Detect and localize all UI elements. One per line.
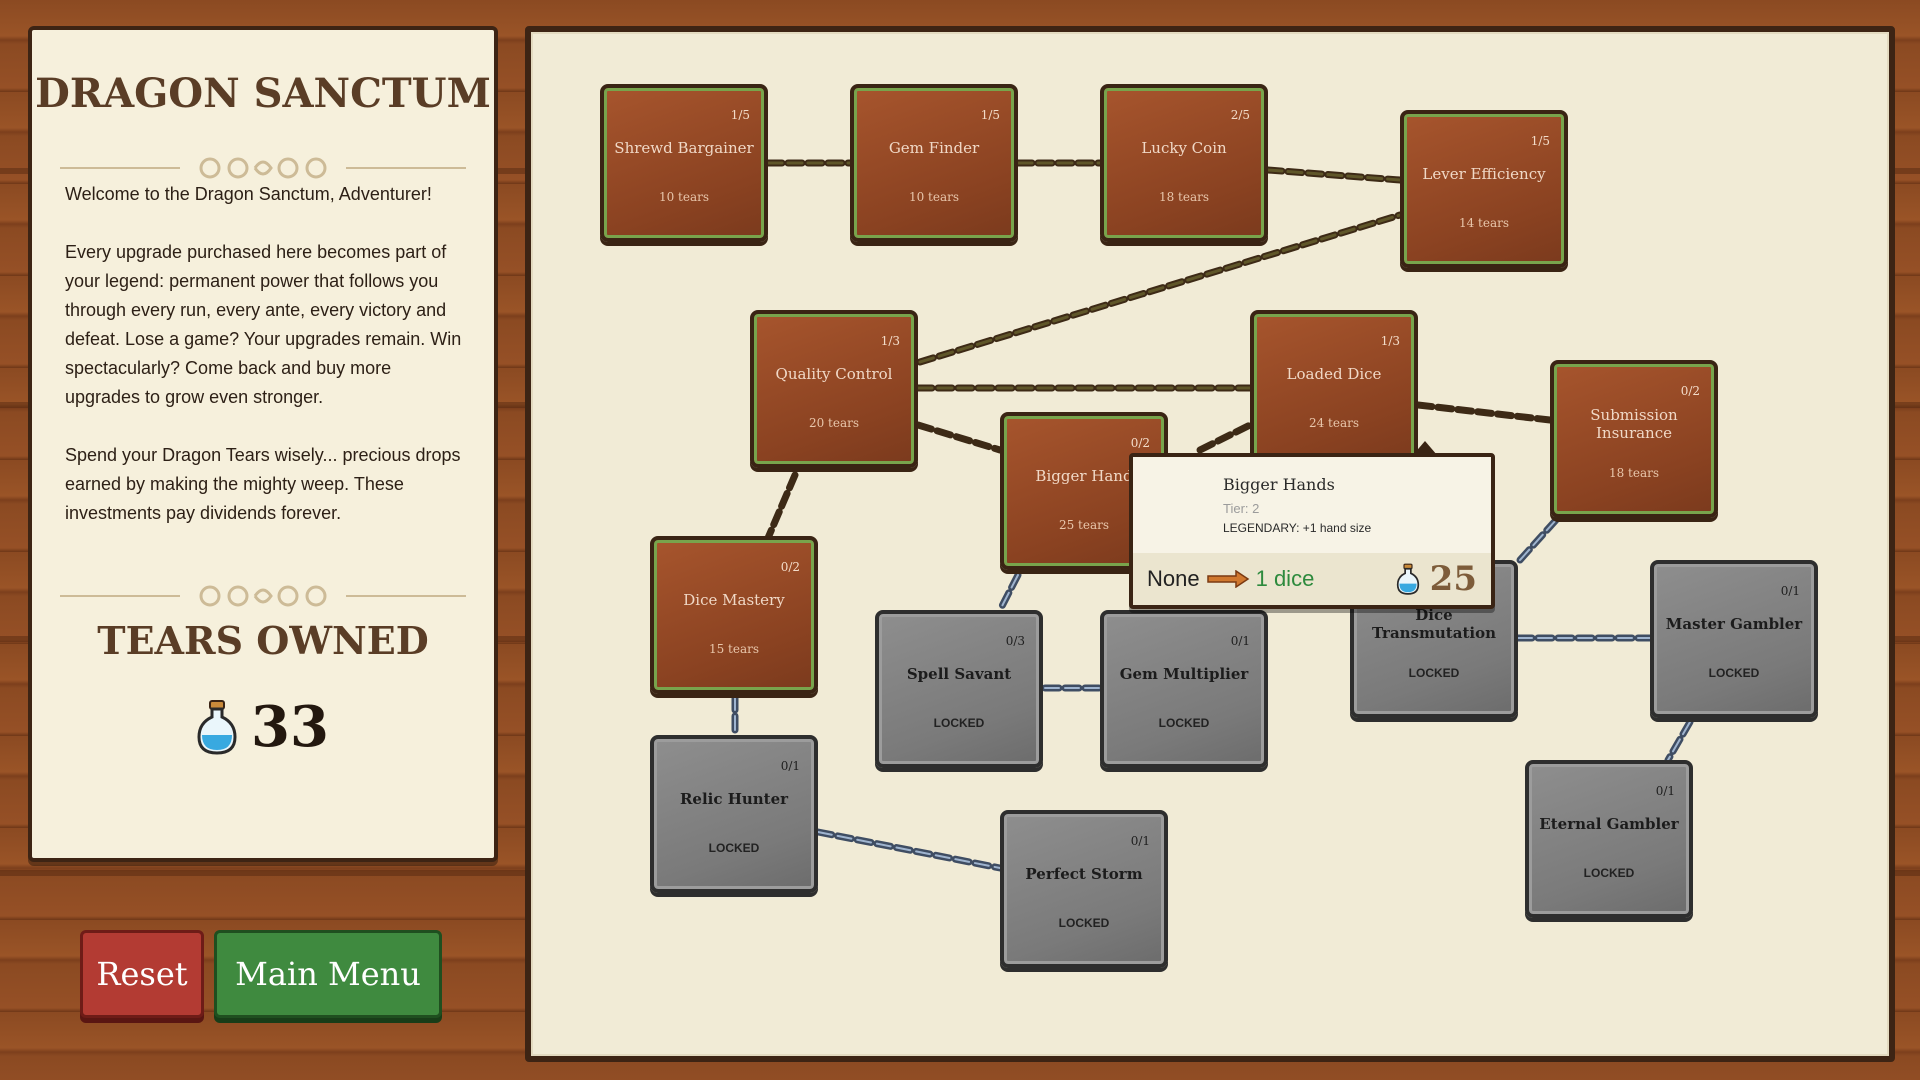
node-cost: 15 tears [708,642,760,656]
node-shrewd-bargainer[interactable]: 1/5 Shrewd Bargainer 10 tears [600,84,768,242]
node-name: Lever Efficiency [1422,165,1546,183]
tooltip-name: Bigger Hands [1223,475,1335,494]
node-level: 0/2 [1130,436,1150,450]
node-cost: LOCKED [1708,666,1760,680]
tear-bottle-icon [1396,563,1419,595]
node-cost: LOCKED [1408,666,1460,680]
node-level: 1/3 [880,334,900,348]
node-quality-control[interactable]: 1/3 Quality Control 20 tears [750,310,918,468]
node-cost: 18 tears [1608,466,1660,480]
node-perfect-storm[interactable]: 0/1 Perfect Storm LOCKED [1000,810,1168,968]
node-gem-finder[interactable]: 1/5 Gem Finder 10 tears [850,84,1018,242]
node-cost: LOCKED [933,716,985,730]
node-level: 0/1 [1780,584,1800,598]
node-level: 0/2 [1680,384,1700,398]
node-name: Relic Hunter [679,790,789,808]
node-level: 2/5 [1230,108,1250,122]
node-dice-mastery[interactable]: 0/2 Dice Mastery 15 tears [650,536,818,694]
node-name: Quality Control [775,365,893,383]
node-name: Dice Mastery [683,591,785,609]
node-level: 1/3 [1380,334,1400,348]
tears-owned-value: 33 [251,694,329,760]
reset-button[interactable]: Reset [80,930,204,1018]
node-relic-hunter[interactable]: 0/1 Relic Hunter LOCKED [650,735,818,893]
node-cost: LOCKED [1058,916,1110,930]
node-name: Bigger Hand [1035,467,1133,485]
node-cost: 10 tears [658,190,710,204]
node-submission-insurance[interactable]: 0/2 Submission Insurance 18 tears [1550,360,1718,518]
panel-intro: Welcome to the Dragon Sanctum, Adventure… [65,180,465,557]
node-level: 0/1 [780,759,800,773]
node-name: Perfect Storm [1025,865,1143,883]
node-cost: LOCKED [708,841,760,855]
main-menu-button[interactable]: Main Menu [214,930,442,1018]
node-level: 1/5 [1530,134,1550,148]
node-gem-multiplier[interactable]: 0/1 Gem Multiplier LOCKED [1100,610,1268,768]
node-name: Submission Insurance [1590,406,1678,442]
node-cost: LOCKED [1158,716,1210,730]
tears-owned-heading: TEARS OWNED [97,618,429,663]
panel-title: DRAGON SANCTUM [35,70,491,117]
node-cost: 24 tears [1308,416,1360,430]
tooltip-pointer [1413,441,1437,455]
node-eternal-gambler[interactable]: 0/1 Eternal Gambler LOCKED [1525,760,1693,918]
intro-spend: Spend your Dragon Tears wisely... precio… [65,445,461,523]
tooltip-cost-value: 25 [1429,559,1477,599]
node-name: Dice Transmutation [1371,606,1496,642]
node-cost: LOCKED [1583,866,1635,880]
node-name: Spell Savant [906,665,1012,683]
tooltip-tier: Tier: 2 [1223,501,1260,516]
node-cost: 10 tears [908,190,960,204]
tears-owned: 33 [32,694,494,760]
node-name: Eternal Gambler [1539,815,1679,833]
tooltip-next-value: 1 dice [1255,566,1315,591]
intro-welcome: Welcome to the Dragon Sanctum, Adventure… [65,184,432,204]
node-name: Gem Multiplier [1119,665,1249,683]
node-loaded-dice[interactable]: 1/3 Loaded Dice 24 tears [1250,310,1418,468]
node-name: Master Gambler [1665,615,1803,633]
info-panel: DRAGON SANCTUM Welcome to the Dragon San… [28,26,498,862]
node-level: 0/1 [1230,634,1250,648]
upgrade-tooltip: Bigger Hands Tier: 2 LEGENDARY: +1 hand … [1129,441,1495,609]
node-level: 0/1 [1655,784,1675,798]
node-name: Loaded Dice [1286,365,1382,383]
node-cost: 25 tears [1058,518,1110,532]
flourish-divider [60,157,466,179]
node-level: 0/1 [1130,834,1150,848]
node-cost: 18 tears [1158,190,1210,204]
arrow-right-icon [1206,570,1249,588]
tear-bottle-icon [197,700,237,755]
node-master-gambler[interactable]: 0/1 Master Gambler LOCKED [1650,560,1818,718]
node-level: 0/2 [780,560,800,574]
tooltip-current-value: None [1147,566,1200,591]
tooltip-footer: None 1 dice 25 [1133,553,1491,605]
node-name: Lucky Coin [1141,139,1227,157]
tooltip-effect: LEGENDARY: +1 hand size [1223,521,1372,535]
intro-legend: Every upgrade purchased here becomes par… [65,242,462,407]
node-level: 1/5 [980,108,1000,122]
node-lever-efficiency[interactable]: 1/5 Lever Efficiency 14 tears [1400,110,1568,268]
node-name: Gem Finder [888,139,980,157]
node-level: 0/3 [1005,634,1025,648]
node-spell-savant[interactable]: 0/3 Spell Savant LOCKED [875,610,1043,768]
tooltip-cost: 25 [1396,559,1477,599]
node-cost: 20 tears [808,416,860,430]
node-level: 1/5 [730,108,750,122]
node-lucky-coin[interactable]: 2/5 Lucky Coin 18 tears [1100,84,1268,242]
node-cost: 14 tears [1458,216,1510,230]
node-name: Shrewd Bargainer [614,139,754,157]
flourish-divider [60,585,466,607]
